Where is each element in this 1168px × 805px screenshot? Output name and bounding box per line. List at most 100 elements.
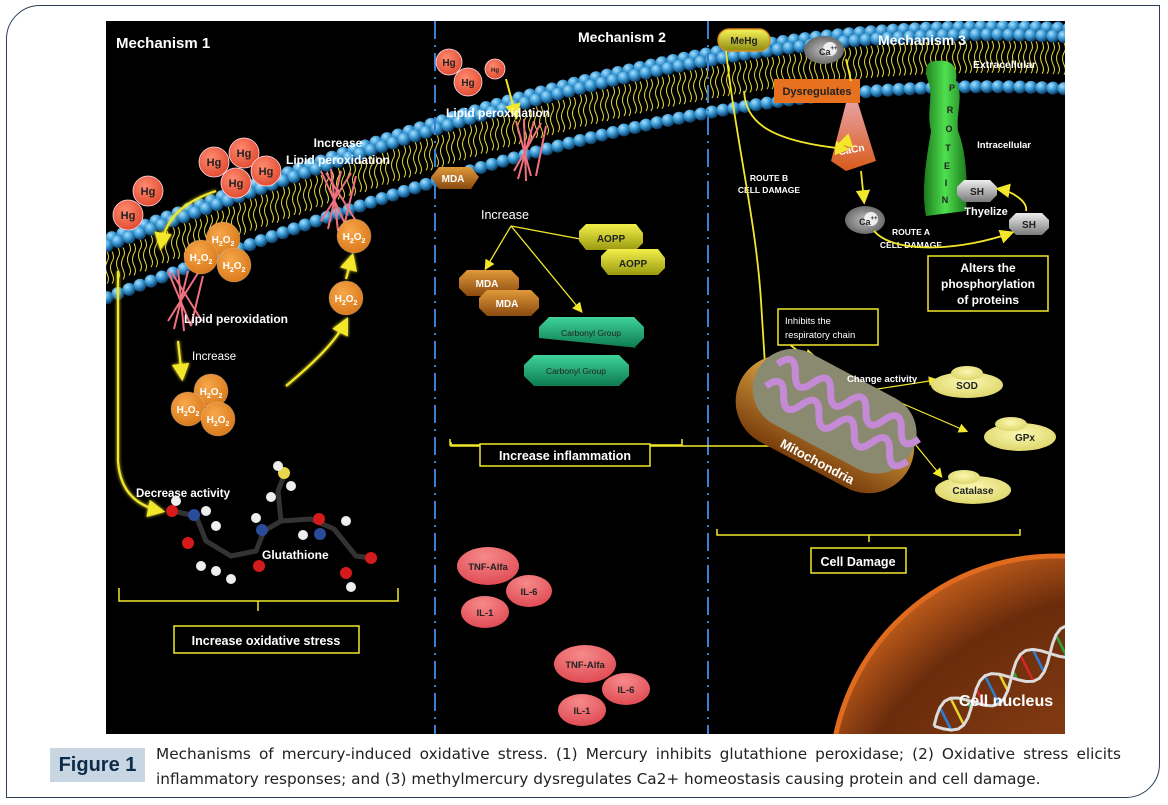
lipid-head	[485, 105, 499, 119]
lipid-head	[122, 282, 136, 296]
carbonyl-group-box: Carbonyl Group	[524, 355, 629, 386]
sh-group: SH	[1009, 213, 1049, 235]
mechanism1-arrows	[116, 189, 358, 518]
route-a-label: CELL DAMAGE	[880, 240, 943, 250]
lipid-head	[892, 30, 906, 44]
lipid-head	[848, 34, 862, 48]
svg-text:IL-6: IL-6	[521, 587, 538, 598]
lipid-head	[199, 202, 213, 216]
h2o2-molecule: H2O2	[336, 218, 372, 254]
outcome-box-oxidative-stress	[173, 625, 360, 654]
lipid-head	[606, 125, 620, 139]
outcome-label: Increase inflammation	[499, 449, 631, 463]
h2o2-molecule: H2O2	[328, 280, 364, 316]
svg-text:H2O2: H2O2	[207, 415, 230, 428]
lipid-head	[595, 128, 609, 142]
lipid-head	[452, 115, 466, 129]
svg-text:R: R	[947, 105, 954, 115]
mehg-box: MeHg	[717, 28, 771, 52]
lipid-head	[573, 81, 587, 95]
lipid-head	[122, 230, 136, 244]
lipid-head	[683, 57, 697, 71]
svg-text:Dysregulates: Dysregulates	[782, 86, 851, 98]
calcium-ion: Ca++	[845, 206, 885, 234]
lipid-head	[914, 81, 928, 95]
lipid-head	[353, 199, 367, 213]
lipid-head	[1013, 80, 1027, 94]
route-b-label: ROUTE B	[750, 173, 788, 183]
lipid-head	[672, 111, 686, 125]
lipid-head	[210, 198, 224, 212]
lipid-head	[518, 96, 532, 110]
lipid-head	[562, 84, 576, 98]
route-b-label: CELL DAMAGE	[738, 185, 801, 195]
svg-text:H2O2: H2O2	[223, 261, 246, 274]
change-activity-label: Change activity	[847, 374, 918, 385]
bracket	[118, 588, 399, 611]
svg-text:Hg: Hg	[259, 166, 274, 178]
lipid-head	[1057, 82, 1065, 96]
extracellular-label: Extracellular	[973, 59, 1036, 71]
hg-atom: Hg	[484, 58, 506, 80]
arrow	[725, 50, 773, 385]
lipid-head	[617, 123, 631, 137]
svg-text:AOPP: AOPP	[597, 234, 626, 245]
lipid-head	[705, 105, 719, 119]
hg-atom: Hg	[228, 137, 260, 169]
lipid-head	[1035, 81, 1049, 95]
svg-text:TNF-Alfa: TNF-Alfa	[468, 562, 508, 573]
glutathione-label: Glutathione	[262, 548, 329, 562]
cytokine-cluster-2: TNF-Alfa IL-6 IL-1	[554, 645, 650, 726]
svg-text:Hg: Hg	[461, 78, 474, 89]
svg-text:AOPP: AOPP	[619, 259, 648, 270]
dna-base-pair	[998, 673, 1009, 692]
lipid-peroxidation-label: Lipid peroxidation	[184, 312, 288, 326]
lipid-head	[650, 64, 664, 78]
svg-text:SH: SH	[1022, 220, 1036, 231]
lipid-head	[408, 129, 422, 143]
svg-text:Ca++: Ca++	[859, 216, 878, 227]
svg-text:H2O2: H2O2	[343, 232, 366, 245]
h2o2-molecule: H2O2	[216, 247, 252, 283]
hg-cluster-2: Hg Hg	[112, 175, 164, 231]
lipid-head	[309, 162, 323, 176]
lipid-head	[1002, 28, 1016, 42]
cytokine: IL-1	[558, 694, 606, 726]
lipid-head	[397, 184, 411, 198]
lipid-peroxidation-label: Lipid peroxidation	[446, 106, 550, 120]
h2o2-cluster-2: H2O2 H2O2 H2O2	[170, 373, 236, 437]
outcome-label: Increase oxidative stress	[192, 634, 341, 648]
carbonyl-group-box: Carbonyl Group	[539, 317, 644, 348]
arrow	[870, 376, 939, 391]
svg-text:Carbonyl Group: Carbonyl Group	[561, 328, 621, 338]
lipid-head	[661, 113, 675, 127]
figure-panel: Mechanism 1 Hg Hg Hg Hg Hg Hg Increase L…	[106, 21, 1065, 734]
lipid-head	[991, 28, 1005, 42]
lipid-head	[254, 234, 268, 248]
lipid-peroxidation-label: Lipid peroxidation	[286, 153, 390, 167]
svg-text:IL-6: IL-6	[618, 685, 635, 696]
cytokine: TNF-Alfa	[554, 645, 616, 683]
mechanism2-title: Mechanism 2	[578, 29, 666, 45]
svg-text:I: I	[945, 178, 948, 188]
lipid-head	[892, 82, 906, 96]
cell-membrane-bilayer	[106, 21, 1065, 305]
lipid-head	[606, 73, 620, 87]
svg-text:H2O2: H2O2	[212, 235, 235, 248]
lipid-head	[936, 28, 950, 42]
svg-text:Carbonyl Group: Carbonyl Group	[546, 366, 606, 376]
lipid-head	[870, 32, 884, 46]
lipid-head	[463, 112, 477, 126]
lipid-head	[408, 181, 422, 195]
lipid-head	[540, 142, 554, 156]
dna-helix	[932, 624, 1065, 732]
arrow	[873, 229, 1015, 249]
alters-phosphorylation-box	[927, 255, 1049, 312]
lipid-head	[903, 82, 917, 96]
svg-text:Hg: Hg	[442, 58, 455, 69]
lipid-head	[991, 80, 1005, 94]
lipid-head	[276, 226, 290, 240]
svg-text:O: O	[945, 124, 952, 134]
hg-cluster-1: Hg Hg Hg Hg	[198, 137, 282, 199]
lipid-head	[914, 29, 928, 43]
